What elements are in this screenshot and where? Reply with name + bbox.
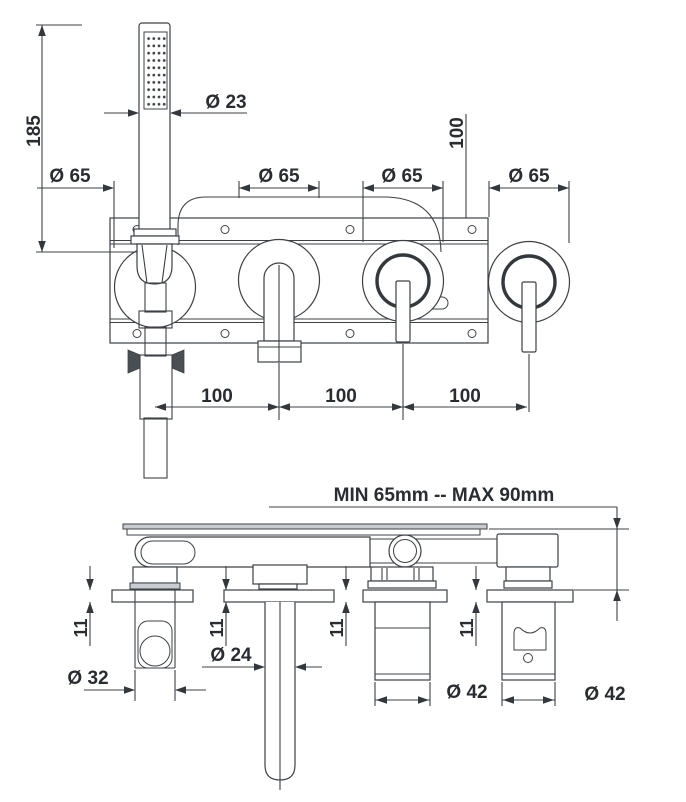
dimension-dia65-4: Ø 65 [488,166,570,243]
mixer-handle-side [374,601,431,681]
diverter-cartridge [503,566,553,589]
dim-label-dia42-1: Ø 42 [446,682,487,703]
dimension-dia65-3: Ø 65 [362,166,444,242]
hose-clamp-left [127,349,141,374]
dim-label-dia65-1: Ø 65 [49,166,91,187]
dim-label-dia42-2: Ø 42 [584,684,625,705]
dim-label-dia65-4: Ø 65 [508,166,550,187]
dim-label-dia24: Ø 24 [210,645,252,666]
wand-collar [133,228,177,237]
dim-label-11-1: 11 [71,618,91,637]
dimension-flange-11-3: 11 [327,566,350,646]
mixer-cartridge [367,566,437,589]
dimension-dia24: Ø 24 [202,645,322,671]
dimension-spacing-100: 100 100 100 [155,344,530,420]
dim-label-11-4: 11 [457,618,477,637]
dimension-depth-range: MIN 65mm -- MAX 90mm [269,485,629,621]
dim-label-dia65-2: Ø 65 [258,166,300,187]
wall-plate-edge [122,523,488,536]
diverter-handle-side [501,601,556,681]
dim-label-11-2: 11 [207,618,227,637]
dim-label-100-vert: 100 [447,117,468,149]
dimension-dia32: Ø 32 [67,668,206,701]
dim-label-100-3: 100 [449,386,481,407]
dim-label-11-3: 11 [327,618,347,637]
mixer-lever [395,280,411,343]
dim-label-depth-range: MIN 65mm -- MAX 90mm [334,485,555,506]
dim-label-100-2: 100 [325,386,357,407]
diverter-lever [521,281,537,353]
dimension-flange-11-2: 11 [207,566,230,646]
dimension-handshower-dia: Ø 23 [104,92,247,117]
dimension-dia42-1: Ø 42 [374,682,488,706]
dimension-flange-11-4: 11 [457,566,480,646]
dim-label-dia32: Ø 32 [67,668,108,689]
handshower-wand [130,22,180,285]
dimension-height-185: 185 [24,24,137,253]
dimension-dia42-2: Ø 42 [501,682,626,706]
front-elevation-view: 185 Ø 23 Ø 65 Ø 65 [24,22,571,479]
side-section-view: MIN 65mm -- MAX 90mm 11 11 11 [67,485,629,790]
dim-label-dia65-3: Ø 65 [381,166,423,187]
lever-cross-section [513,627,547,651]
bath-spout [257,262,302,363]
dim-label-100-1: 100 [201,386,233,407]
holder-bracket-side [134,590,176,669]
diverter-body-side [496,533,559,568]
holder-neck [129,566,181,590]
dimension-dia65-1: Ø 65 [37,166,115,248]
dimension-offset-100: 100 [447,114,468,218]
body-tube-side [134,533,559,568]
dimension-flange-11-1: 11 [71,566,94,646]
dimension-dia65-2: Ø 65 [238,166,320,198]
spout-tube-side [264,602,296,790]
escutcheon-flanges [111,589,574,603]
shower-hose [127,282,185,479]
dim-label-dia23: Ø 23 [205,92,246,113]
hose-clamp-right [171,349,185,374]
spout-mount [252,564,308,590]
dim-label-185: 185 [24,115,45,147]
